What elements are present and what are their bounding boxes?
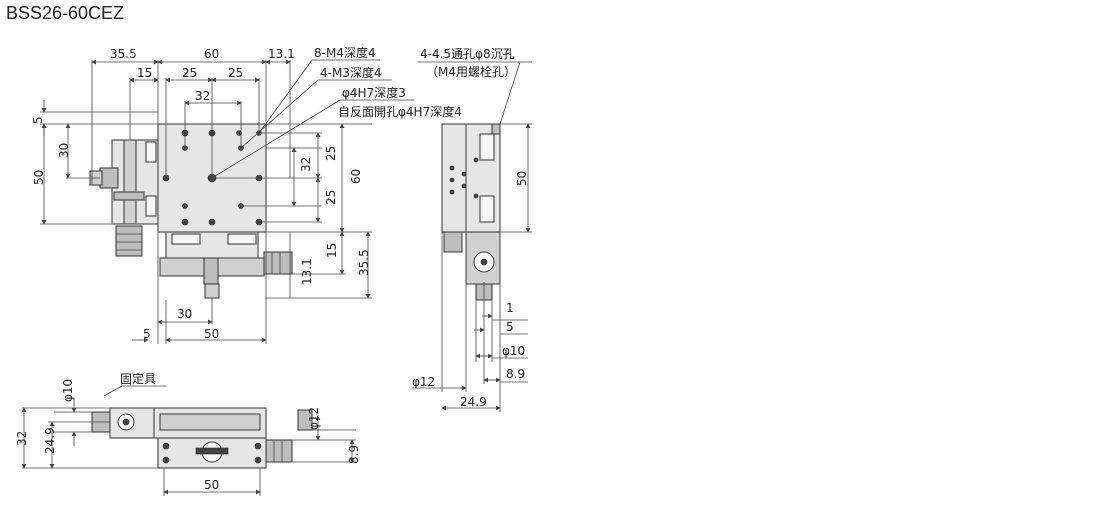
- dim-13-1-right: 13.1: [300, 258, 314, 285]
- dim-50-bottom: 50: [204, 327, 219, 341]
- front-dim-phi10: φ10: [61, 379, 75, 402]
- side-dim-1: 1: [506, 301, 514, 315]
- dim-5-left: 5: [31, 116, 45, 124]
- bottom-micrometer: [159, 231, 293, 299]
- front-dim-24-9: 24.9: [43, 427, 57, 454]
- top-view: 35.5 60 13.1 15 25 25 32 5 30 50: [31, 45, 462, 344]
- dim-60-right: 60: [349, 169, 363, 184]
- dim-13-1-top: 13.1: [268, 47, 295, 61]
- side-dim-5: 5: [506, 320, 514, 334]
- dim-25-b: 25: [228, 66, 243, 80]
- side-base: [441, 123, 467, 233]
- dim-32-top: 32: [195, 89, 210, 103]
- dim-5-bottom: 5: [143, 327, 151, 341]
- model-title: BSS26-60CEZ: [6, 3, 125, 23]
- callout-m3: 4-M3深度4: [320, 65, 382, 80]
- side-dim-phi10: φ10: [502, 344, 525, 358]
- side-view: 50 4-4.5通孔φ8沉孔 （M4用螺栓孔） 1 5 φ10 8.9 φ12 …: [412, 47, 532, 412]
- mount-holes: [162, 129, 263, 226]
- dim-30-bottom: 30: [177, 307, 192, 321]
- side-dim-8-9: 8.9: [506, 367, 525, 381]
- front-dim-phi12: φ12: [307, 407, 321, 430]
- side-dim-24-9: 24.9: [460, 395, 487, 409]
- dim-60-top: 60: [204, 47, 219, 61]
- front-view: 固定具 φ10 32 24.9 φ12 8.9 50: [15, 371, 361, 496]
- dim-15-top: 15: [137, 66, 152, 80]
- front-dim-8-9: 8.9: [347, 445, 361, 464]
- side-callout-holes: 4-4.5通孔φ8沉孔: [420, 47, 515, 61]
- dim-15-right: 15: [325, 243, 339, 258]
- dim-35-5-right: 35.5: [357, 249, 371, 276]
- dim-25-r2: 25: [324, 190, 338, 205]
- side-dim-50: 50: [515, 171, 529, 186]
- dim-35-5-top: 35.5: [110, 47, 137, 61]
- callout-h7: φ4H7深度3: [342, 85, 406, 100]
- dim-25-a: 25: [182, 66, 197, 80]
- side-dim-phi12: φ12: [412, 375, 435, 389]
- front-dim-50: 50: [204, 478, 219, 492]
- callout-m4: 8-M4深度4: [314, 45, 376, 60]
- dim-30-left: 30: [57, 143, 71, 158]
- dim-25-r1: 25: [324, 146, 338, 161]
- dim-50-left: 50: [32, 170, 46, 185]
- dim-32-right: 32: [299, 157, 313, 172]
- side-callout-bolt: （M4用螺栓孔）: [426, 64, 516, 79]
- front-dim-32: 32: [15, 431, 29, 446]
- callout-h7-back: 自反面開孔φ4H7深度4: [338, 104, 462, 119]
- left-micrometer: [89, 139, 159, 257]
- front-callout-fixture: 固定具: [120, 371, 156, 386]
